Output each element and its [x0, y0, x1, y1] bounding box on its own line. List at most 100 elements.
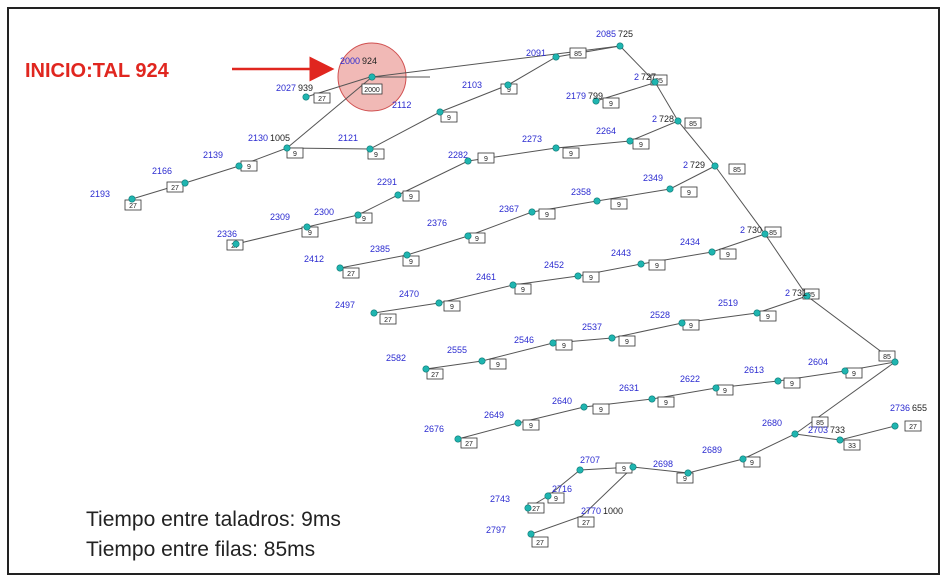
- delay-box-text: 27: [909, 424, 917, 431]
- hole-delay-label: 924: [362, 56, 377, 66]
- hole-delay-label: 733: [830, 425, 845, 435]
- delay-box: [618, 335, 636, 347]
- hole-dot: [626, 137, 634, 145]
- hole-id-label: 2085: [596, 29, 616, 39]
- delay-box: [440, 111, 458, 123]
- delay-box: [650, 74, 668, 86]
- hole-dot: [552, 144, 560, 152]
- delay-box-text: 9: [617, 202, 621, 209]
- hole-id-label: 2497: [335, 300, 355, 310]
- hole-id-label: 2443: [611, 248, 631, 258]
- delay-box-text: 27: [129, 203, 137, 210]
- blast-hole-node: 272336: [217, 229, 244, 251]
- hole-id-label: 2461: [476, 272, 496, 282]
- delay-box-text: 27: [318, 96, 326, 103]
- delay-box: [582, 271, 600, 283]
- delay-box-text: 2000: [364, 87, 380, 94]
- delay-box-text: 9: [639, 142, 643, 149]
- hole-id-label: 2166: [152, 166, 172, 176]
- delay-box-text: 9: [689, 323, 693, 330]
- delay-box: [759, 310, 777, 322]
- delay-box-text: 9: [723, 388, 727, 395]
- delay-box-text: 9: [496, 362, 500, 369]
- hole-delay-label: 1005: [270, 133, 290, 143]
- hole-id-label: 2613: [744, 365, 764, 375]
- hole-dot: [651, 78, 659, 86]
- hole-dot: [528, 208, 536, 216]
- hole-id-label: 2631: [619, 383, 639, 393]
- hole-dot: [753, 309, 761, 317]
- delay-box-text: 9: [293, 151, 297, 158]
- delay-box: [555, 339, 573, 351]
- delay-box: [719, 248, 737, 260]
- delay-box-text: 9: [609, 101, 613, 108]
- hole-id-label: 2: [634, 72, 639, 82]
- hole-dot: [366, 145, 374, 153]
- hole-dot: [708, 248, 716, 256]
- hole-dot: [891, 422, 899, 430]
- hole-dot: [303, 223, 311, 231]
- hole-dot: [761, 230, 769, 238]
- hole-id-label: 2121: [338, 133, 358, 143]
- hole-dot: [544, 492, 552, 500]
- hole-id-label: 2680: [762, 418, 782, 428]
- hole-id-label: 2103: [462, 80, 482, 90]
- hole-delay-label: 731: [792, 288, 807, 298]
- delay-box: [531, 536, 549, 548]
- hole-id-label: 2770: [581, 506, 601, 516]
- delay-box: [379, 313, 397, 325]
- hole-dot: [841, 367, 849, 375]
- hole-id-label: 2640: [552, 396, 572, 406]
- connection-lines: [131, 45, 896, 535]
- hole-dot: [128, 195, 136, 203]
- hole-id-label: 2676: [424, 424, 444, 434]
- hole-id-label: 2: [683, 160, 688, 170]
- hole-id-label: 2622: [680, 374, 700, 384]
- delay-box-text: 9: [589, 275, 593, 282]
- delay-box-text: 9: [484, 156, 488, 163]
- hole-delay-label: 728: [659, 114, 674, 124]
- hole-dot: [711, 162, 719, 170]
- hole-dot: [370, 309, 378, 317]
- delay-box: [367, 148, 385, 160]
- delay-box: [648, 259, 666, 271]
- hole-id-label: 2434: [680, 237, 700, 247]
- delay-box-text: 9: [409, 194, 413, 201]
- delay-box-text: 9: [687, 190, 691, 197]
- hole-dot: [674, 117, 682, 125]
- delay-box: [538, 208, 556, 220]
- hole-id-label: 2412: [304, 254, 324, 264]
- delay-box-text: 9: [554, 496, 558, 503]
- delay-box: [843, 439, 861, 451]
- hole-id-label: 2546: [514, 335, 534, 345]
- delay-box: [904, 420, 922, 432]
- hole-dot: [616, 42, 624, 50]
- blast-hole-node: 9 2622: [680, 374, 734, 396]
- hole-id-label: 2376: [427, 218, 447, 228]
- delay-box-text: 85: [689, 121, 697, 128]
- hole-dot: [803, 292, 811, 300]
- hole-dot: [608, 334, 616, 342]
- hole-dot: [549, 339, 557, 347]
- hole-delay-label: 654: [0, 0, 15, 2]
- hole-id-label: 2736: [890, 403, 910, 413]
